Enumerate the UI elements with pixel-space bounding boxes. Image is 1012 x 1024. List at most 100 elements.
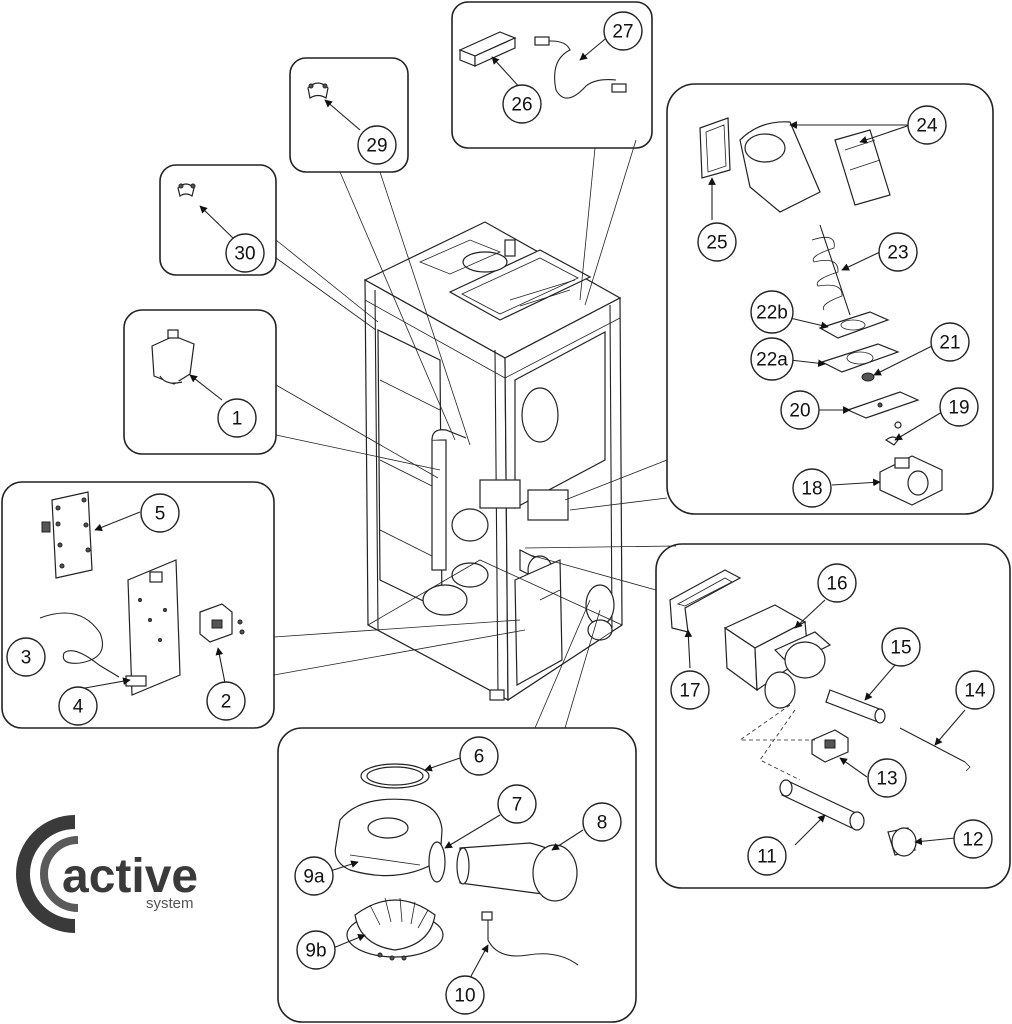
callout-8: 8 (582, 802, 622, 842)
bracket-13 (811, 729, 849, 763)
callout-2: 2 (206, 681, 246, 721)
pcb-5 (41, 491, 93, 579)
callout-25: 25 (697, 222, 737, 262)
callout-20: 20 (780, 390, 820, 430)
callout-17: 17 (670, 670, 710, 710)
callout-number: 8 (597, 813, 608, 834)
callout-14: 14 (955, 670, 995, 710)
callout-circle (930, 322, 970, 362)
box-parts-6-10 (277, 727, 637, 1023)
callout-1: 1 (217, 398, 257, 438)
callout-circle (217, 398, 257, 438)
callout-circle (294, 856, 334, 896)
sensor-10 (481, 911, 579, 966)
callout-number: 11 (757, 847, 777, 868)
callout-number: 2 (221, 692, 232, 713)
callout-21: 21 (930, 322, 970, 362)
sensor-cable-3 (39, 612, 120, 678)
gasket-25 (699, 117, 731, 179)
callout-circle (225, 233, 265, 273)
callout-circle (502, 84, 542, 124)
callout-15: 15 (881, 627, 921, 667)
callout-circle (603, 11, 643, 51)
callout-number: 22a (756, 350, 788, 371)
callout-number: 23 (887, 243, 908, 264)
callout-circle (792, 468, 832, 508)
box-part-1 (123, 309, 277, 455)
callout-circle (296, 930, 336, 970)
callout-number: 7 (512, 795, 523, 816)
callout-29: 29 (357, 125, 397, 165)
callout-number: 19 (948, 398, 969, 419)
callout-26: 26 (502, 84, 542, 124)
cap-12 (887, 827, 917, 857)
fan-housing-9a (334, 798, 443, 877)
callout-number: 13 (876, 769, 897, 790)
callout-6: 6 (459, 736, 499, 776)
callout-19: 19 (939, 387, 979, 427)
callout-circle (953, 819, 993, 859)
callout-number: 16 (826, 574, 847, 595)
active-system-logo: active system (16, 815, 198, 933)
callout-number: 25 (706, 233, 727, 254)
callout-circle (140, 493, 180, 533)
callout-circle (867, 758, 907, 798)
boiler-assembly (363, 221, 623, 702)
callout-number: 27 (612, 22, 633, 43)
callout-number: 4 (73, 697, 84, 718)
callout-27: 27 (603, 11, 643, 51)
callout-circle (445, 975, 485, 1015)
box-part-26-27 (451, 1, 653, 149)
motor-18 (879, 455, 943, 506)
plate-22b (818, 311, 890, 339)
clip-30 (177, 183, 196, 197)
callout-number: 24 (916, 116, 938, 137)
gasket-7 (428, 841, 446, 883)
gasket-6 (360, 763, 430, 789)
callout-number: 9b (305, 941, 326, 962)
callout-labels: 123456789a9b10111213141516171819202122a2… (6, 11, 995, 1015)
callout-circle (697, 222, 737, 262)
leader-lines (273, 139, 677, 729)
callout-number: 30 (234, 244, 255, 265)
control-plate-4 (125, 559, 181, 696)
callout-24: 24 (907, 105, 947, 145)
callout-7: 7 (497, 784, 537, 824)
callout-23: 23 (878, 232, 918, 272)
plate-20 (846, 391, 920, 419)
bracket-26 (458, 31, 517, 67)
thermostat-1 (151, 329, 195, 385)
gasket-17 (669, 569, 742, 633)
callout-circle (780, 390, 820, 430)
callout-number: 6 (474, 747, 485, 768)
callout-10: 10 (445, 975, 485, 1015)
callout-number: 17 (679, 681, 700, 702)
sleeve-11 (779, 779, 865, 831)
callout-11: 11 (747, 836, 787, 876)
callout-22a: 22a (750, 337, 794, 381)
callout-circle (750, 290, 794, 334)
callout-circle (747, 836, 787, 876)
feeder-chute-24 (739, 121, 891, 213)
logo-brand-text: active (62, 850, 198, 903)
callout-13: 13 (867, 758, 907, 798)
callout-number: 5 (155, 504, 166, 525)
clip-29 (307, 82, 329, 99)
callout-22b: 22b (750, 290, 794, 334)
heater-rod-14 (899, 727, 971, 772)
callout-9b: 9b (296, 930, 336, 970)
burner-pot-16 (723, 604, 832, 709)
callout-number: 10 (454, 986, 475, 1007)
auger-23 (811, 224, 851, 316)
fan-impeller-9b (346, 897, 444, 961)
pipe-8 (456, 842, 578, 902)
callout-4: 4 (58, 686, 98, 726)
callout-circle (817, 563, 857, 603)
callout-number: 20 (789, 401, 810, 422)
callout-number: 9a (303, 867, 325, 888)
callout-circle (907, 105, 947, 145)
callout-number: 29 (366, 136, 387, 157)
callout-circle (58, 686, 98, 726)
callout-12: 12 (953, 819, 993, 859)
